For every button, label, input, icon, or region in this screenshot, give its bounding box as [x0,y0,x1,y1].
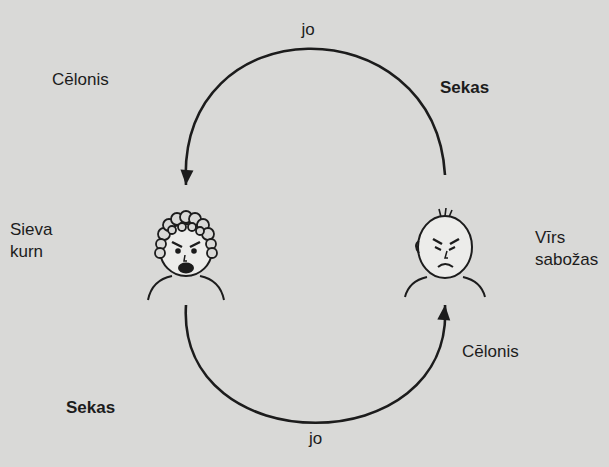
edge-label: jo [307,429,324,449]
arrow-head [437,305,450,320]
arc-line [186,49,445,185]
arrow-head [180,170,193,185]
arc-label: Sekas [66,398,115,418]
arc-label: Cēlonis [462,342,519,362]
cycle-arrow [186,305,451,423]
man-face [405,208,485,297]
person-node: Vīrs sabožas [390,175,604,305]
node-text: Vīrs sabožas [535,227,598,271]
node-text: Sieva kurn [10,219,53,263]
arc-label: Cēlonis [52,70,109,90]
edge-label: jo [299,20,316,40]
arc-label: Sekas [440,78,489,98]
person-node: Sieva kurn [6,185,231,305]
arc-line [186,305,446,423]
cycle-arrow [180,49,445,185]
woman-face [148,211,224,300]
